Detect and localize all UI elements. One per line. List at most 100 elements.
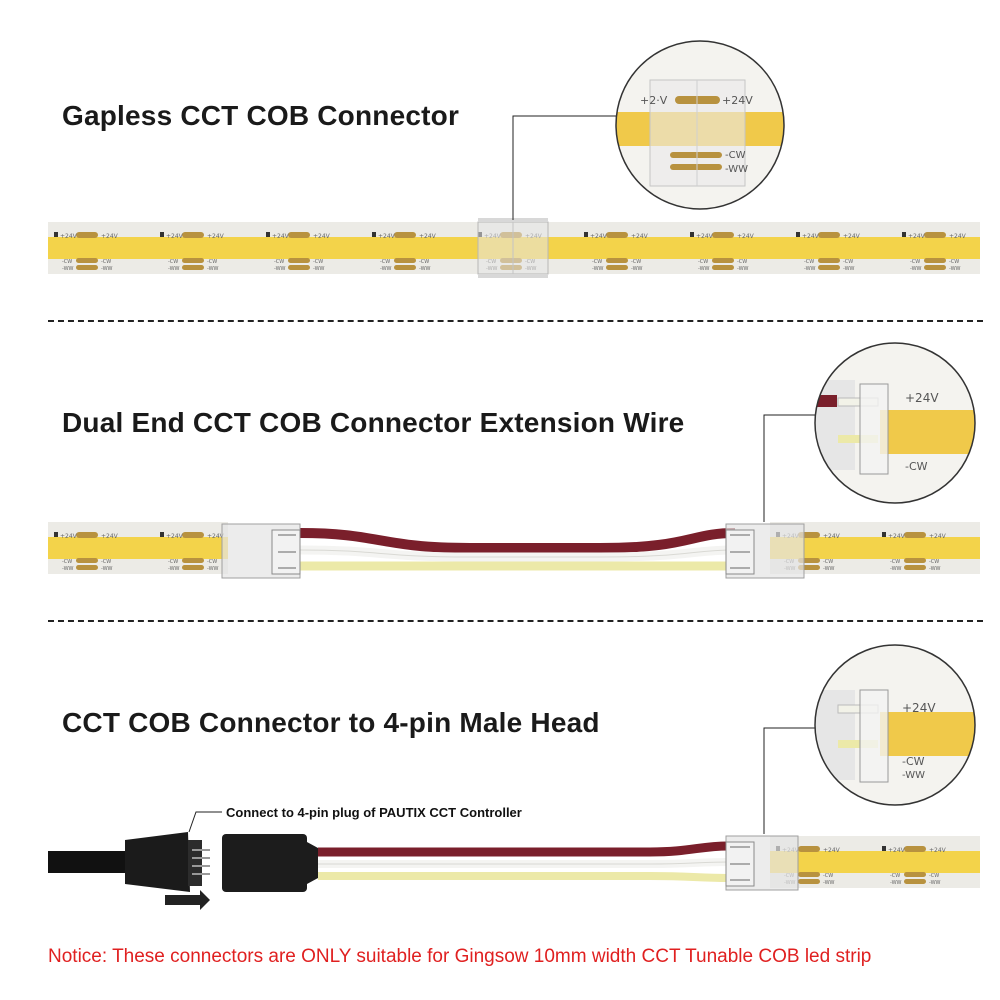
strip-label-ww: -WW [890, 880, 902, 886]
strip-label-cw: -CW [101, 559, 111, 565]
led-strip-right: +24V+24V-CW-CW-WW-WW+24V+24V-CW-CW-WW-WW [770, 522, 980, 574]
strip-label-ww: -WW [274, 266, 286, 272]
strip-label-ww: -WW [168, 566, 180, 572]
strip-label-plus: +24V [888, 847, 906, 854]
strip-label-cw: -CW [949, 259, 959, 265]
strip-label-ww: -WW [62, 266, 74, 272]
strip-label-plus: +24V [843, 233, 861, 240]
strip-label-cw: -CW [62, 559, 72, 565]
cut-mark [372, 232, 376, 237]
strip-label-ww: -WW [207, 266, 219, 272]
led-strip-end: +24V+24V-CW-CW-WW-WW+24V+24V-CW-CW-WW-WW [770, 836, 980, 888]
solder-pad [182, 532, 204, 538]
strip-label-cw: -CW [823, 559, 833, 565]
cut-mark [584, 232, 588, 237]
strip-label-cw: -CW [910, 259, 920, 265]
connector-end [725, 835, 799, 891]
solder-pad [904, 879, 926, 884]
solder-pad [818, 258, 840, 263]
strip-label-ww: -WW [890, 566, 902, 572]
leader-line [763, 727, 818, 834]
solder-pad [712, 258, 734, 263]
solder-pad [924, 265, 946, 270]
strip-label-cw: -CW [698, 259, 708, 265]
strip-label-cw: -CW [168, 559, 178, 565]
magnifier-label-plus-left: +2·V [640, 94, 668, 107]
strip-label-cw: -CW [890, 559, 900, 565]
solder-pad [606, 232, 628, 238]
cut-mark [882, 532, 886, 537]
strip-label-cw: -CW [929, 559, 939, 565]
strip-label-plus: +24V [60, 533, 78, 540]
strip-label-plus: +24V [166, 233, 184, 240]
strip-label-ww: -WW [823, 880, 835, 886]
strip-label-cw: -CW [737, 259, 747, 265]
solder-pad [76, 558, 98, 563]
solder-pad [904, 872, 926, 877]
solder-pad [76, 532, 98, 538]
strip-label-cw: -CW [592, 259, 602, 265]
strip-label-plus: +24V [696, 233, 714, 240]
strip-label-plus: +24V [590, 233, 608, 240]
solder-pad [76, 565, 98, 570]
power-cable [48, 851, 128, 873]
solder-pad [904, 532, 926, 538]
strip-label-ww: -WW [380, 266, 392, 272]
solder-pad [182, 258, 204, 263]
magnifier-label-ww: -WW [902, 770, 925, 781]
cut-mark [690, 232, 694, 237]
leader-line [188, 811, 222, 833]
cut-mark [54, 232, 58, 237]
leader-line [512, 115, 620, 220]
cut-mark [266, 232, 270, 237]
strip-label-ww: -WW [737, 266, 749, 272]
solder-pad [394, 258, 416, 263]
strip-label-ww: -WW [207, 566, 219, 572]
connector-left [221, 523, 301, 579]
male-plug [125, 832, 210, 910]
solder-pad [818, 232, 840, 238]
cut-mark [796, 232, 800, 237]
strip-label-cw: -CW [823, 873, 833, 879]
leader-line [763, 414, 818, 522]
strip-label-cw: -CW [207, 259, 217, 265]
strip-label-plus: +24V [737, 233, 755, 240]
magnifier-label-cw: -CW [905, 460, 928, 473]
solder-pad [288, 232, 310, 238]
strip-label-plus: +24V [929, 847, 947, 854]
strip-label-ww: -WW [804, 266, 816, 272]
solder-pad [182, 565, 204, 570]
magnifier-label-cw: -CW [725, 150, 746, 161]
strip-label-ww: -WW [419, 266, 431, 272]
strip-label-plus: +24V [378, 233, 396, 240]
solder-pad [182, 265, 204, 270]
strip-label-ww: -WW [313, 266, 325, 272]
solder-pad [904, 846, 926, 852]
strip-label-ww: -WW [631, 266, 643, 272]
cut-mark [160, 232, 164, 237]
strip-label-ww: -WW [929, 566, 941, 572]
strip-label-cw: -CW [62, 259, 72, 265]
solder-pad [798, 872, 820, 877]
strip-label-plus: +24V [823, 847, 841, 854]
solder-pad [924, 258, 946, 263]
strip-label-cw: -CW [929, 873, 939, 879]
magnifier-label-plus: +24V [722, 94, 753, 107]
strip-label-plus: +24V [101, 533, 119, 540]
strip-label-cw: -CW [207, 559, 217, 565]
strip-label-cw: -CW [313, 259, 323, 265]
strip-label-ww: -WW [910, 266, 922, 272]
strip-label-cw: -CW [168, 259, 178, 265]
strip-label-ww: -WW [929, 880, 941, 886]
magnifier-extension: +24V -CW [814, 342, 976, 504]
solder-pad [182, 232, 204, 238]
female-plug [222, 834, 318, 892]
section-divider [48, 320, 983, 322]
solder-pad [798, 846, 820, 852]
strip-label-cw: -CW [843, 259, 853, 265]
strip-label-plus: +24V [419, 233, 437, 240]
solder-pad [76, 265, 98, 270]
strip-label-ww: -WW [62, 566, 74, 572]
strip-label-plus: +24V [313, 233, 331, 240]
